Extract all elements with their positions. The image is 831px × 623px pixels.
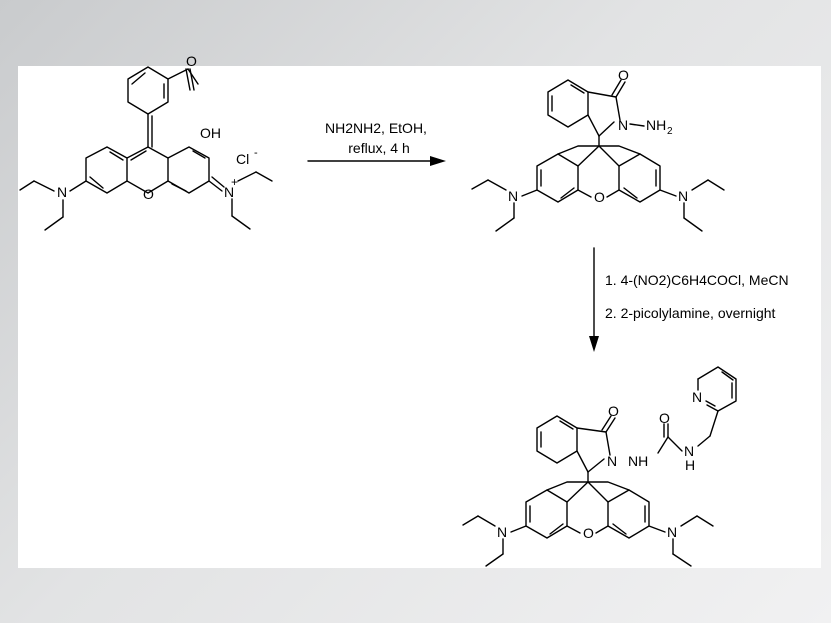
atom-n-urea: N xyxy=(684,443,694,459)
step-2-reagent-1: 1. 4-(NO2)C6H4COCl, MeCN xyxy=(605,272,789,288)
step-1-reagent: NH2NH2, EtOH, xyxy=(325,120,427,136)
atom-h-urea: H xyxy=(685,457,695,473)
plus-charge: + xyxy=(231,175,238,189)
rhodamine-b-structure: N O N + OH O Cl - xyxy=(19,53,273,231)
atom-o-carbonyl-2: O xyxy=(618,67,629,83)
step-1: NH2NH2, EtOH, reflux, 4 h xyxy=(307,120,446,166)
atom-o-carbonyl-1: O xyxy=(186,53,197,69)
atom-oh: OH xyxy=(200,125,221,141)
nh-label-1: NH xyxy=(628,453,648,469)
step-1-conditions: reflux, 4 h xyxy=(348,140,409,156)
atom-n-left-2: N xyxy=(508,188,518,204)
atom-n-left-1: N xyxy=(57,184,67,200)
rhodamine-hydrazide-structure: O N NH 2 N O N xyxy=(471,67,725,232)
atom-n-left-3: N xyxy=(497,524,507,540)
atom-o-xanthene-3: O xyxy=(583,525,594,541)
atom-o-xanthene-2: O xyxy=(594,189,605,205)
step-2-reagent-2: 2. 2-picolylamine, overnight xyxy=(605,305,776,321)
atom-o-carbonyl-3: O xyxy=(608,403,619,419)
atom-n-right-1: N xyxy=(224,184,234,200)
atom-n-pyridine: N xyxy=(692,389,702,405)
nh2-label: NH xyxy=(646,117,666,133)
atom-n-amide-3: N xyxy=(607,453,617,469)
step-2: 1. 4-(NO2)C6H4COCl, MeCN 2. 2-picolylami… xyxy=(589,247,789,352)
arrow-2-head xyxy=(589,336,599,352)
nh2-subscript: 2 xyxy=(667,126,673,137)
atom-n-right-3: N xyxy=(667,524,677,540)
atom-n-right-2: N xyxy=(678,188,688,204)
atom-o-xanthene-1: O xyxy=(143,186,154,202)
product-structure: O N NH O N H N N O N xyxy=(462,366,737,567)
chloride-charge: - xyxy=(254,147,258,159)
atom-n-amide-2: N xyxy=(618,117,628,133)
chloride-label: Cl xyxy=(236,151,249,167)
arrow-1-head xyxy=(430,156,446,166)
atom-o-urea: O xyxy=(659,410,670,426)
